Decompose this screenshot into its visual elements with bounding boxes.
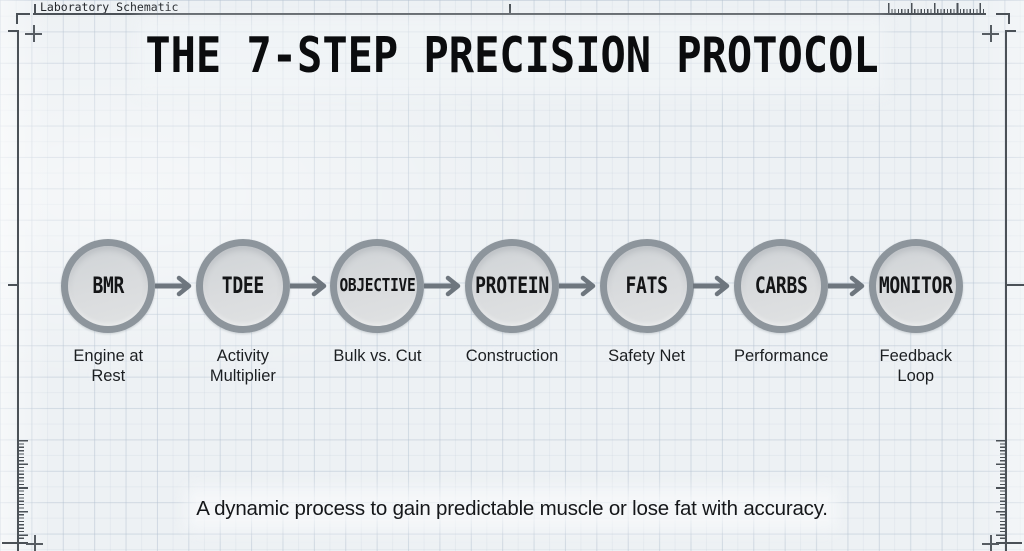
step-name: CARBS <box>754 273 808 299</box>
step-bmr: BMR Engine at Rest <box>41 239 176 386</box>
left-ruler-major-ticks <box>19 440 28 541</box>
top-center-tick <box>509 4 511 14</box>
step-subtitle: Safety Net <box>608 347 686 365</box>
flow-arrow-icon <box>290 275 331 297</box>
corner-bracket-top-right <box>996 13 1010 24</box>
flow-arrow-icon <box>828 275 869 297</box>
right-ruler-major-ticks <box>996 440 1005 541</box>
top-ruler-major-ticks <box>888 3 986 14</box>
right-border-line <box>1005 30 1007 551</box>
registration-plus-bottom-left <box>26 535 43 551</box>
page-title: THE 7-STEP PRECISION PROTOCOL <box>145 25 879 87</box>
step-subtitle: Bulk vs. Cut <box>333 347 422 365</box>
schematic-label: Laboratory Schematic <box>40 0 179 14</box>
step-name: TDEE <box>221 273 264 299</box>
step-circle-objective: OBJECTIVE <box>330 239 425 333</box>
step-fats: FATS Safety Net <box>579 239 714 386</box>
step-circle-protein: PROTEIN <box>465 239 560 333</box>
flow-arrow-icon <box>559 275 600 297</box>
step-subtitle: Activity Multiplier <box>209 347 276 386</box>
step-circle-bmr: BMR <box>61 239 156 333</box>
top-rule-line <box>33 13 986 15</box>
step-name: OBJECTIVE <box>339 276 416 296</box>
registration-plus-top-left <box>25 25 42 42</box>
registration-plus-top-right <box>982 25 999 42</box>
step-monitor: MONITOR Feedback Loop <box>848 239 983 386</box>
label-tick <box>34 4 36 14</box>
step-circle-carbs: CARBS <box>734 239 829 333</box>
flow-arrow-icon <box>424 275 465 297</box>
step-name: PROTEIN <box>475 273 549 299</box>
step-protein: PROTEIN Construction <box>445 239 580 386</box>
step-name: MONITOR <box>878 273 953 299</box>
step-subtitle: Construction <box>465 347 559 365</box>
right-mid-tick <box>1007 284 1024 286</box>
step-circle-fats: FATS <box>599 239 694 333</box>
flow-arrow-icon <box>155 275 196 297</box>
flow-arrow-icon <box>693 275 734 297</box>
title-row: THE 7-STEP PRECISION PROTOCOL <box>0 25 1024 87</box>
left-border-line <box>17 30 19 551</box>
step-name: FATS <box>625 273 668 299</box>
step-circle-tdee: TDEE <box>195 239 290 333</box>
step-carbs: CARBS Performance <box>714 239 849 386</box>
registration-plus-bottom-right <box>982 535 999 551</box>
step-name: BMR <box>92 273 125 299</box>
corner-bracket-top-left <box>16 13 30 24</box>
footer-row: A dynamic process to gain predictable mu… <box>0 497 1024 521</box>
left-mid-tick <box>8 284 17 286</box>
bottom-left-rule <box>2 542 28 544</box>
process-flow: BMR Engine at Rest TDEE Activity Multipl… <box>41 239 983 386</box>
left-border-stub <box>8 30 17 32</box>
footer-caption: A dynamic process to gain predictable mu… <box>196 497 828 521</box>
step-subtitle: Feedback Loop <box>879 347 952 386</box>
right-border-stub <box>1007 30 1016 32</box>
step-tdee: TDEE Activity Multiplier <box>176 239 311 386</box>
step-objective: OBJECTIVE Bulk vs. Cut <box>310 239 445 386</box>
step-subtitle: Engine at Rest <box>73 347 144 386</box>
bottom-right-rule <box>996 542 1022 544</box>
step-circle-monitor: MONITOR <box>868 239 963 333</box>
step-subtitle: Performance <box>733 347 829 365</box>
